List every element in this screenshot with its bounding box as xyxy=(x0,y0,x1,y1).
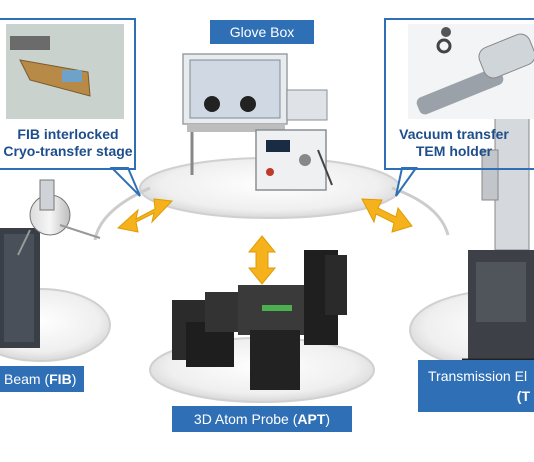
tem-machine xyxy=(462,99,534,362)
fib-label-suffix: ) xyxy=(71,371,77,387)
double-arrow-icon xyxy=(361,198,413,233)
fib-label: Beam (FIB) xyxy=(0,366,84,392)
apt-label-prefix: 3D Atom Probe ( xyxy=(193,411,298,427)
fib-machine xyxy=(0,179,101,348)
apt-machine xyxy=(172,250,347,390)
double-arrow-icon xyxy=(116,198,174,233)
tem-label-line2: (T xyxy=(516,388,530,404)
fib-stage-line1: FIB interlocked xyxy=(17,126,119,142)
fib-stage-photo xyxy=(6,24,124,119)
tem-callout-pointer xyxy=(395,167,418,197)
fib-stage-callout-text: FIB interlocked Cryo-transfer stage xyxy=(0,126,136,160)
fib-stage-callout xyxy=(0,18,136,170)
connector-left xyxy=(93,186,151,241)
tem-label-line1: Transmission El xyxy=(428,368,528,384)
tem-holder-line2: TEM holder xyxy=(415,143,493,159)
apt-label-suffix: ) xyxy=(325,411,331,427)
fib-label-bold: FIB xyxy=(49,371,72,387)
tem-holder-line1: Vacuum transfer xyxy=(399,126,509,142)
tem-holder-callout xyxy=(384,18,534,170)
glove-box-label-text: Glove Box xyxy=(229,24,295,40)
glove-box-label: Glove Box xyxy=(210,20,314,44)
fib-callout-pointer xyxy=(109,167,141,197)
glove-box-machine xyxy=(182,53,333,191)
tem-holder-callout-text: Vacuum transfer TEM holder xyxy=(386,126,522,160)
apt-label: 3D Atom Probe (APT) xyxy=(172,406,352,432)
fib-stage-line2: Cryo-transfer stage xyxy=(3,143,133,159)
apt-label-bold: APT xyxy=(297,411,326,427)
fib-label-prefix: Beam ( xyxy=(4,371,50,387)
tem-label: Transmission El (T xyxy=(418,360,534,412)
double-arrow-icon xyxy=(247,235,277,285)
tem-holder-photo xyxy=(408,24,534,119)
